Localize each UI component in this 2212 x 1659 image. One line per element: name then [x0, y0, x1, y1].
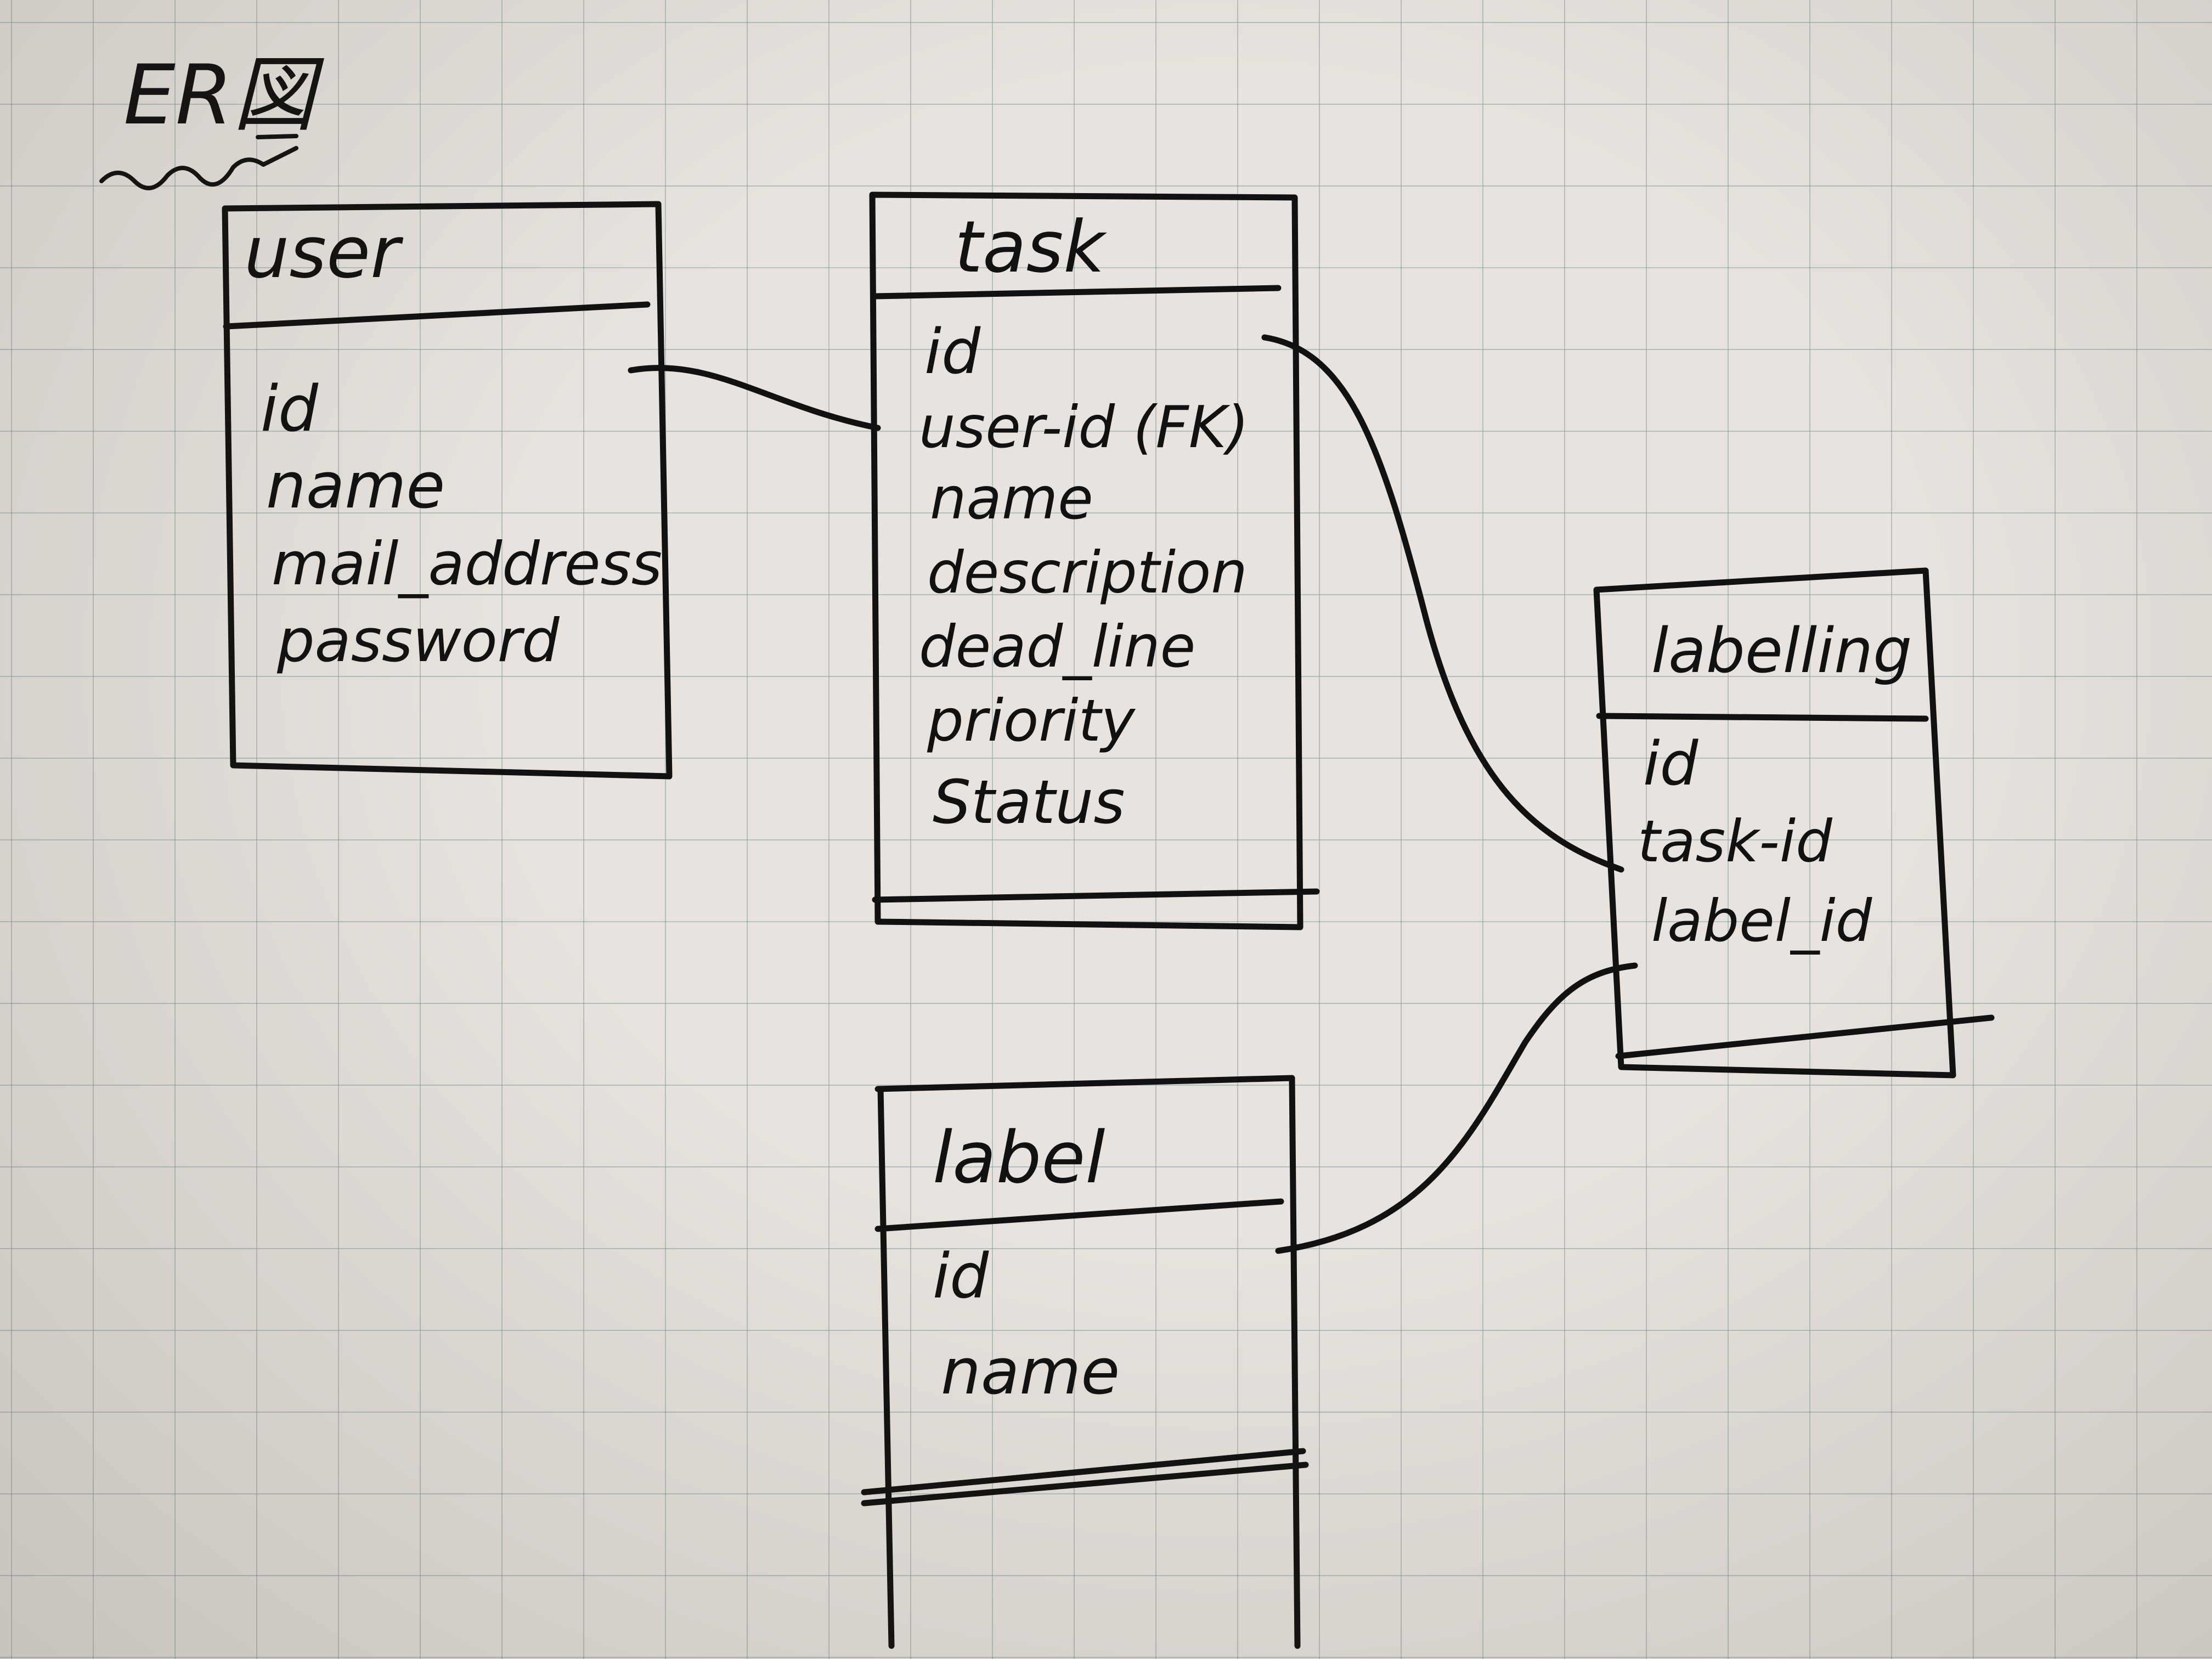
entity-task: task id user-id (FK) name description de… [869, 191, 1320, 930]
entity-labelling-footer-divider [1615, 1014, 1995, 1059]
entity-task-header-divider [872, 285, 1282, 300]
entity-task-footer-divider [872, 888, 1320, 903]
entity-task-field: user-id (FK) [919, 394, 1249, 461]
entity-user: user id name mail_address password [222, 201, 673, 780]
entity-labelling-field: task-id [1638, 808, 1833, 875]
relation-task-labelling [1261, 334, 1624, 873]
entity-user-name: user [244, 211, 404, 294]
title-underline-dash [256, 134, 298, 139]
entity-task-field: description [927, 539, 1248, 606]
entity-user-field: password [276, 607, 560, 675]
entity-label-field: id [933, 1241, 989, 1312]
entity-labelling: labelling id task-id label_id [1593, 567, 1995, 1079]
title-underline [99, 146, 298, 190]
entity-labelling-field: label_id [1651, 888, 1873, 955]
entity-labelling-name: labelling [1651, 616, 1912, 687]
entity-user-header-divider [223, 301, 651, 330]
relation-label-labelling [1275, 962, 1638, 1254]
entity-task-field: Status [933, 767, 1125, 837]
entity-label-name: label [933, 1116, 1105, 1199]
entity-user-border [222, 201, 673, 780]
entity-labelling-border [1593, 567, 1956, 1079]
entity-label-header-divider [874, 1198, 1284, 1232]
diagram-title: ER図 [123, 48, 324, 143]
entity-task-border [869, 191, 1304, 930]
entity-task-field: name [930, 465, 1093, 532]
entity-label: label id name [861, 1075, 1309, 1649]
entity-task-field: priority [927, 687, 1136, 754]
entity-user-field: mail_address [272, 530, 662, 599]
entity-user-field: id [261, 373, 319, 446]
entity-label-footer-divider [861, 1448, 1306, 1496]
entity-label-border [874, 1075, 1301, 1649]
entity-label-footer-divider-2 [861, 1462, 1309, 1506]
entity-task-field: id [924, 317, 981, 388]
entity-task-field: dead_line [919, 613, 1195, 680]
relation-user-task [628, 365, 881, 431]
entity-label-field: name [941, 1335, 1120, 1409]
entity-user-field: name [266, 449, 445, 523]
entity-labelling-field: id [1643, 729, 1699, 799]
entity-labelling-header-divider [1596, 713, 1929, 722]
entity-task-name: task [955, 205, 1107, 289]
